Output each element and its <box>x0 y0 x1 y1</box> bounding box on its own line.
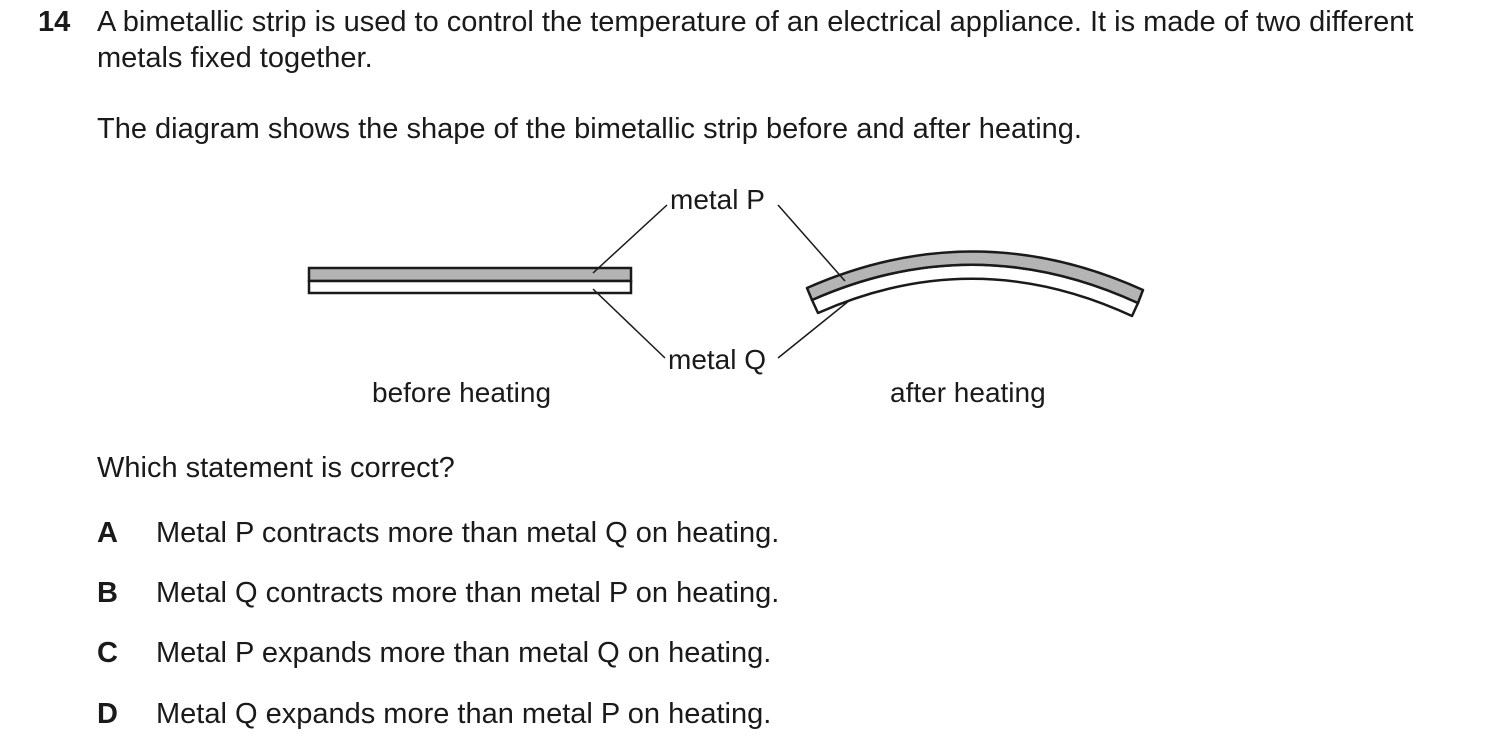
curved-strip-metal-p-layer <box>805 250 1145 305</box>
option-d-text: Metal Q expands more than metal P on hea… <box>156 698 772 730</box>
option-c-text: Metal P expands more than metal Q on hea… <box>156 637 772 669</box>
question-stem: A bimetallic strip is used to control th… <box>97 6 1414 74</box>
metal-p-leader-line-left <box>592 204 668 274</box>
question-intro: The diagram shows the shape of the bimet… <box>97 113 1082 145</box>
curved-strip <box>805 250 1145 318</box>
straight-strip-metal-q-layer <box>307 279 633 295</box>
metal-p-label: metal P <box>670 184 765 215</box>
question-number: 14 <box>38 6 71 38</box>
curved-strip-metal-q-layer <box>810 263 1140 318</box>
metal-q-leader-line-right <box>777 299 851 359</box>
option-a-letter: A <box>97 517 118 549</box>
metal-p-leader-line-right <box>777 204 846 282</box>
option-c[interactable]: C Metal P expands more than metal Q on he… <box>97 635 771 671</box>
option-b[interactable]: B Metal Q contracts more than metal P on … <box>97 575 779 611</box>
option-a[interactable]: A Metal P contracts more than metal Q on … <box>97 515 779 551</box>
metal-q-leader-line-left <box>592 288 666 359</box>
question-prompt: Which statement is correct? <box>97 452 455 484</box>
metal-q-label: metal Q <box>668 344 766 375</box>
straight-strip <box>307 266 633 295</box>
straight-strip-metal-p-layer <box>307 266 633 283</box>
option-c-letter: C <box>97 637 118 669</box>
option-a-text: Metal P contracts more than metal Q on h… <box>156 517 780 549</box>
after-heating-caption: after heating <box>890 377 1046 408</box>
option-b-text: Metal Q contracts more than metal P on h… <box>156 577 780 609</box>
option-d[interactable]: D Metal Q expands more than metal P on he… <box>97 696 771 732</box>
before-heating-caption: before heating <box>372 377 551 408</box>
option-b-letter: B <box>97 577 118 609</box>
option-d-letter: D <box>97 698 118 730</box>
